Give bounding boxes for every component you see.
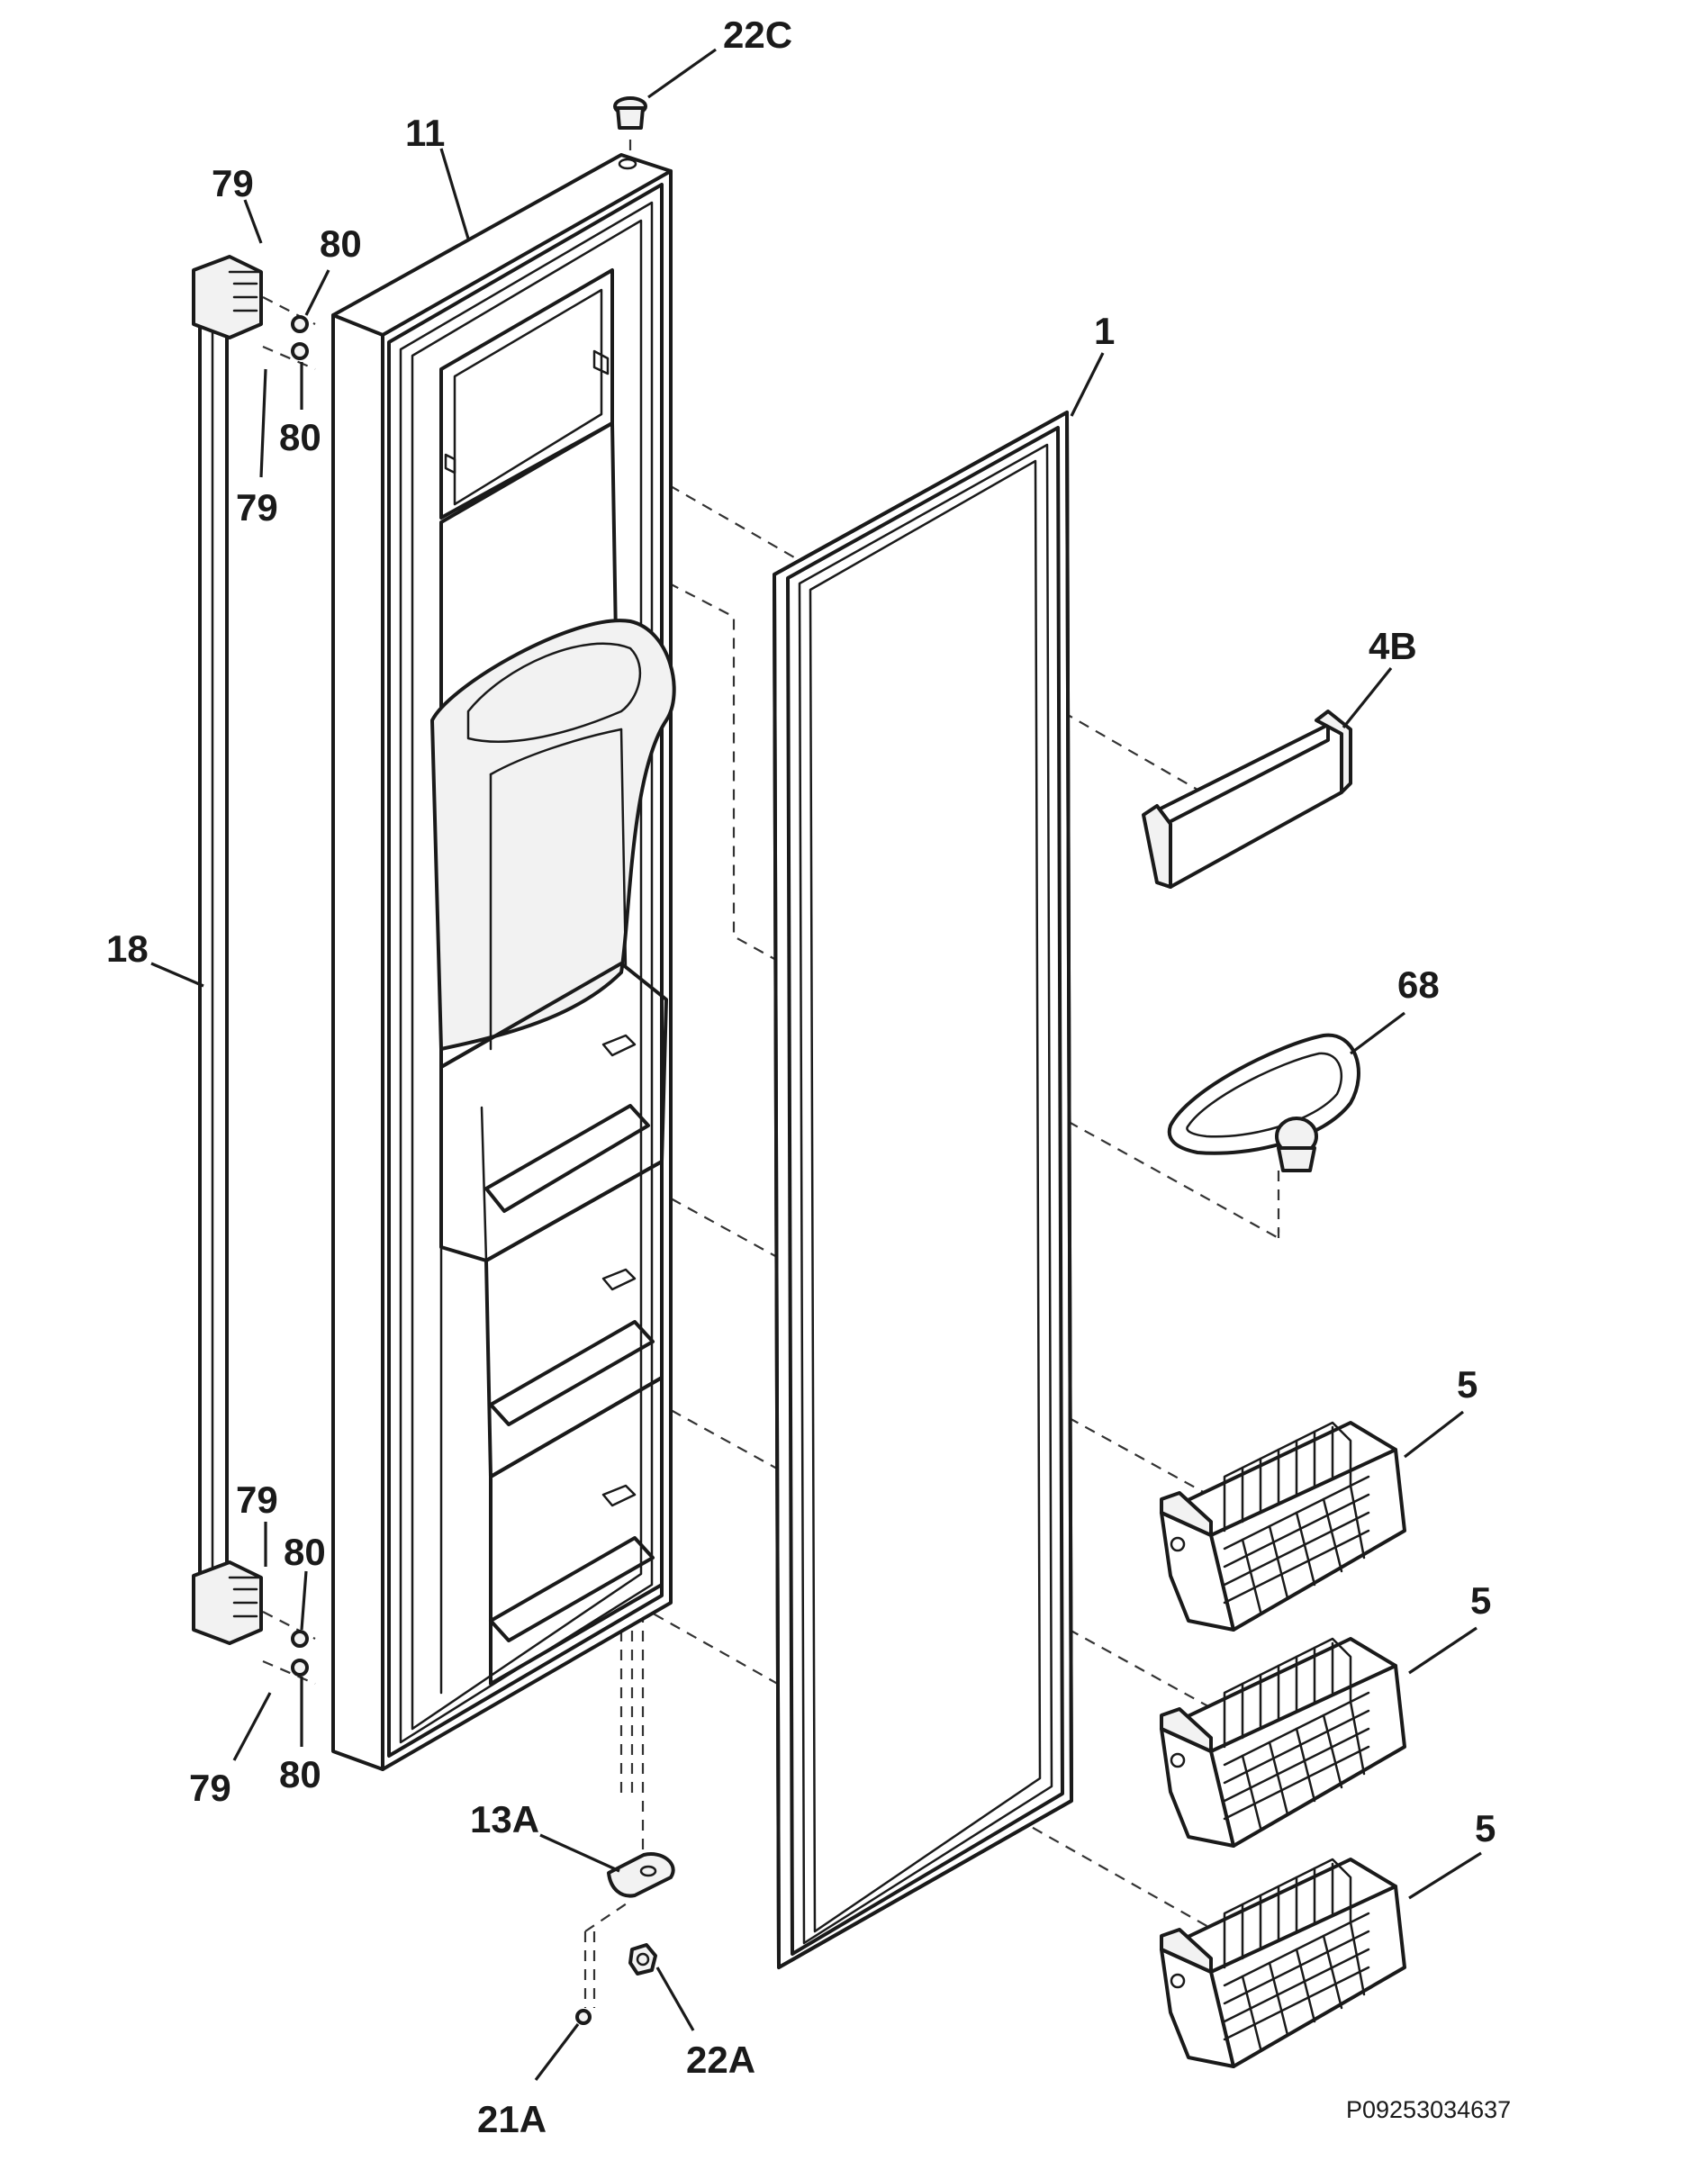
door-gasket	[773, 411, 1073, 1969]
door-liner	[331, 153, 676, 1771]
door-bin-middle	[1160, 1637, 1406, 1848]
hinge-bracket-13a	[607, 1852, 675, 1898]
handle-screws	[291, 315, 309, 1677]
callout-79-bottom-upper: 79	[236, 1478, 278, 1521]
screw-21a	[575, 2009, 592, 2025]
hinge-bushing-top	[613, 96, 647, 170]
callout-1: 1	[1094, 310, 1115, 352]
door-bin-upper	[1160, 1421, 1406, 1632]
door-handle	[192, 255, 263, 1645]
callout-18: 18	[106, 927, 149, 970]
callout-80-top-lower: 80	[279, 416, 321, 458]
callout-80-top-upper: 80	[320, 222, 362, 265]
callout-80-bottom-upper: 80	[284, 1531, 326, 1573]
callout-11: 11	[405, 112, 445, 154]
door-bin-lower	[1160, 1858, 1406, 2068]
callout-68: 68	[1397, 963, 1440, 1006]
callout-5-upper: 5	[1457, 1363, 1478, 1406]
callout-79-top-upper: 79	[212, 162, 254, 204]
callout-21a: 21A	[477, 2098, 547, 2140]
callout-79-top-lower: 79	[236, 486, 278, 529]
leader-lines	[150, 48, 1482, 2081]
callouts: 22C 11 79 80 80 79 1 4B 18 68 5 5 5 79 8…	[106, 14, 1511, 2140]
document-id: P09253034637	[1346, 2096, 1511, 2123]
callout-22c: 22C	[723, 14, 792, 56]
ice-funnel-68	[1167, 1033, 1360, 1172]
callout-5-lower: 5	[1475, 1807, 1496, 1849]
callout-4b: 4B	[1369, 625, 1417, 667]
hinge-bushing-bottom	[628, 1943, 657, 1976]
callout-13a: 13A	[470, 1798, 539, 1840]
callout-22a: 22A	[686, 2039, 755, 2081]
callout-79-bottom-lower: 79	[189, 1767, 231, 1809]
callout-5-middle: 5	[1470, 1579, 1491, 1622]
callout-80-bottom-lower: 80	[279, 1753, 321, 1795]
door-shelf-4b	[1142, 710, 1352, 889]
